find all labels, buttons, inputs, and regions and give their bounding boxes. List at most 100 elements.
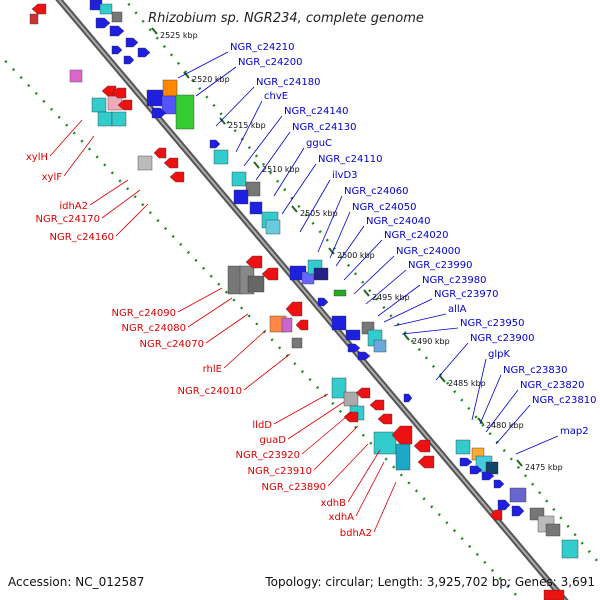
- gene-block[interactable]: [373, 431, 397, 455]
- gene-block[interactable]: [69, 69, 83, 83]
- gene-label-reverse[interactable]: NGR_c24160: [50, 232, 115, 243]
- gene-arrow[interactable]: [481, 471, 495, 481]
- gene-arrow[interactable]: [417, 455, 435, 469]
- gene-block[interactable]: [146, 89, 164, 107]
- gene-label-reverse[interactable]: NGR_c23920: [236, 450, 301, 461]
- gene-arrow[interactable]: [497, 499, 511, 511]
- gene-arrow[interactable]: [413, 439, 431, 453]
- gene-arrow[interactable]: [209, 139, 221, 149]
- gene-arrow[interactable]: [31, 3, 47, 15]
- gene-label-forward[interactable]: NGR_c24210: [230, 42, 295, 53]
- gene-label-forward[interactable]: ilvD3: [332, 170, 358, 181]
- gene-arrow[interactable]: [317, 297, 329, 307]
- gene-arrow[interactable]: [151, 107, 167, 119]
- gene-block[interactable]: [161, 95, 179, 115]
- gene-label-forward[interactable]: NGR_c24140: [284, 106, 349, 117]
- gene-label-reverse[interactable]: xdhB: [321, 498, 347, 509]
- gene-label-forward[interactable]: NGR_c23990: [408, 260, 473, 271]
- gene-arrow[interactable]: [169, 171, 185, 183]
- gene-label-reverse[interactable]: xdhA: [329, 512, 355, 523]
- gene-arrow[interactable]: [391, 425, 413, 445]
- gene-arrow[interactable]: [493, 479, 505, 489]
- gene-block[interactable]: [175, 94, 195, 130]
- gene-label-forward[interactable]: allA: [448, 304, 467, 315]
- gene-arrow[interactable]: [377, 413, 393, 425]
- gene-arrow[interactable]: [347, 343, 361, 353]
- gene-arrow[interactable]: [459, 457, 473, 467]
- gene-label-reverse[interactable]: idhA2: [59, 201, 88, 212]
- gene-block[interactable]: [213, 149, 229, 165]
- gene-label-reverse[interactable]: guaD: [259, 435, 286, 446]
- gene-block[interactable]: [543, 589, 565, 600]
- gene-label-forward[interactable]: NGR_c23900: [470, 333, 535, 344]
- gene-block[interactable]: [111, 111, 127, 127]
- gene-arrow[interactable]: [355, 387, 371, 399]
- gene-arrow[interactable]: [489, 509, 503, 521]
- gene-block[interactable]: [345, 329, 361, 341]
- gene-arrow[interactable]: [109, 25, 125, 37]
- gene-block[interactable]: [249, 201, 263, 215]
- gene-arrow[interactable]: [125, 37, 139, 48]
- gene-block[interactable]: [162, 79, 178, 97]
- gene-block[interactable]: [111, 11, 123, 23]
- gene-block[interactable]: [455, 439, 471, 455]
- gene-block[interactable]: [247, 275, 265, 293]
- gene-block[interactable]: [313, 267, 329, 281]
- gene-arrow[interactable]: [245, 255, 263, 269]
- gene-label-reverse[interactable]: lldD: [252, 420, 272, 431]
- gene-label-forward[interactable]: NGR_c24000: [396, 246, 461, 257]
- gene-arrow[interactable]: [111, 45, 123, 55]
- gene-block[interactable]: [91, 97, 107, 113]
- gene-label-forward[interactable]: NGR_c24200: [238, 57, 303, 68]
- gene-arrow[interactable]: [343, 411, 359, 423]
- gene-block[interactable]: [265, 219, 281, 235]
- gene-label-forward[interactable]: chvE: [264, 91, 288, 102]
- gene-arrow[interactable]: [295, 319, 309, 331]
- gene-label-forward[interactable]: NGR_c23820: [520, 380, 585, 391]
- gene-label-reverse[interactable]: NGR_c23890: [262, 482, 327, 493]
- gene-block[interactable]: [331, 377, 347, 399]
- gene-block[interactable]: [395, 443, 411, 471]
- gene-arrow[interactable]: [163, 157, 179, 169]
- gene-arrow[interactable]: [511, 505, 525, 517]
- gene-block[interactable]: [29, 13, 39, 25]
- gene-label-forward[interactable]: NGR_c23810: [532, 395, 597, 406]
- gene-arrow[interactable]: [123, 55, 135, 65]
- gene-arrow[interactable]: [153, 147, 167, 159]
- gene-label-forward[interactable]: NGR_c24110: [318, 154, 383, 165]
- gene-block[interactable]: [281, 317, 293, 333]
- gene-block[interactable]: [333, 289, 347, 297]
- gene-block[interactable]: [545, 523, 561, 537]
- gene-block[interactable]: [373, 339, 387, 353]
- gene-block[interactable]: [331, 315, 347, 331]
- gene-label-forward[interactable]: NGR_c24040: [366, 216, 431, 227]
- gene-label-reverse[interactable]: NGR_c24080: [122, 323, 187, 334]
- gene-label-reverse[interactable]: bdhA2: [340, 528, 372, 539]
- gene-block[interactable]: [137, 155, 153, 171]
- gene-label-reverse[interactable]: NGR_c24010: [178, 386, 243, 397]
- gene-label-reverse[interactable]: xylF: [42, 172, 63, 183]
- gene-label-reverse[interactable]: NGR_c24170: [36, 214, 101, 225]
- gene-label-forward[interactable]: NGR_c23970: [434, 289, 499, 300]
- gene-label-reverse[interactable]: rhlE: [203, 364, 222, 375]
- gene-block[interactable]: [231, 171, 247, 187]
- gene-label-forward[interactable]: glpK: [488, 349, 510, 360]
- gene-block[interactable]: [291, 337, 303, 349]
- gene-arrow[interactable]: [111, 87, 127, 99]
- gene-label-forward[interactable]: NGR_c24020: [384, 230, 449, 241]
- gene-arrow[interactable]: [403, 393, 413, 403]
- gene-arrow[interactable]: [469, 465, 483, 475]
- gene-label-forward[interactable]: NGR_c24180: [256, 77, 321, 88]
- gene-block[interactable]: [485, 461, 499, 475]
- gene-label-forward[interactable]: map2: [560, 426, 589, 437]
- gene-label-forward[interactable]: NGR_c24050: [352, 202, 417, 213]
- gene-label-forward[interactable]: NGR_c24130: [292, 122, 357, 133]
- gene-label-forward[interactable]: NGR_c23980: [422, 275, 487, 286]
- gene-label-reverse[interactable]: NGR_c23910: [248, 466, 313, 477]
- gene-block[interactable]: [245, 181, 261, 197]
- gene-block[interactable]: [233, 189, 249, 205]
- gene-block[interactable]: [561, 539, 579, 559]
- gene-label-forward[interactable]: gguC: [306, 138, 332, 149]
- gene-block[interactable]: [509, 487, 527, 503]
- gene-label-reverse[interactable]: xylH: [26, 152, 48, 163]
